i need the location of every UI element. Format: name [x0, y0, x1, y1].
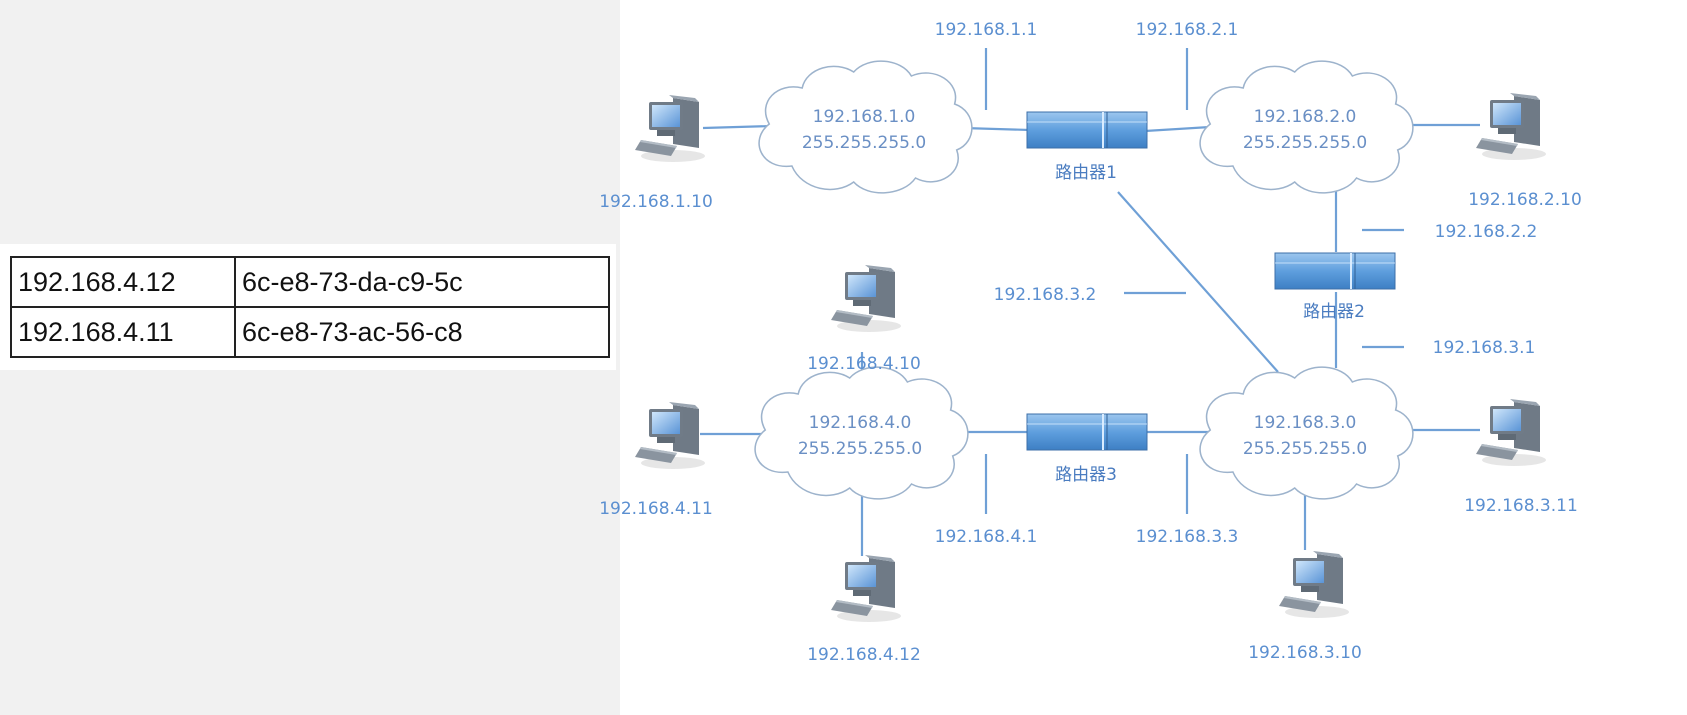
cloud-network-2	[1199, 60, 1414, 194]
ip-cell: 192.168.4.12	[10, 256, 236, 308]
host-label-4-12: 192.168.4.12	[807, 645, 921, 665]
network-diagram: 192.168.1.0 255.255.255.0 192.168.2.0 25…	[599, 20, 1582, 665]
cloud-network-3	[1199, 366, 1414, 500]
computer-icon	[831, 555, 901, 622]
computer-icon	[831, 265, 901, 332]
table-row: 192.168.4.11 6c-e8-73-ac-56-c8	[10, 306, 610, 358]
cloud-network-1	[758, 60, 973, 194]
host-label-2-10: 192.168.2.10	[1468, 190, 1582, 210]
cloud-network-4	[754, 366, 969, 500]
computer-icon	[635, 95, 705, 162]
interface-label-r1-net2: 192.168.2.1	[1136, 20, 1239, 40]
interface-label-r3-net3: 192.168.3.3	[1136, 527, 1239, 547]
cloud-1-net: 192.168.1.0	[813, 107, 916, 127]
interface-label-r2-net3: 192.168.3.1	[1433, 338, 1536, 358]
mac-cell: 6c-e8-73-ac-56-c8	[234, 306, 610, 358]
computer-icon	[1476, 93, 1546, 160]
computer-icon	[635, 402, 705, 469]
mac-cell: 6c-e8-73-da-c9-5c	[234, 256, 610, 308]
interface-ticks	[984, 48, 1404, 514]
network-links	[700, 123, 1480, 556]
router-2-icon	[1274, 252, 1396, 290]
cloud-1-mask: 255.255.255.0	[802, 133, 926, 153]
interface-label-r1-net1: 192.168.1.1	[935, 20, 1038, 40]
router-1-label: 路由器1	[1055, 163, 1117, 183]
interface-label-r2-net2: 192.168.2.2	[1435, 222, 1538, 242]
router-3-icon	[1026, 413, 1148, 451]
host-label-4-10: 192.168.4.10	[807, 354, 921, 374]
arp-table: 192.168.4.12 6c-e8-73-da-c9-5c 192.168.4…	[10, 256, 610, 358]
host-label-3-11: 192.168.3.11	[1464, 496, 1578, 516]
cloud-2-mask: 255.255.255.0	[1243, 133, 1367, 153]
host-label-1-10: 192.168.1.10	[599, 192, 713, 212]
host-label-4-11: 192.168.4.11	[599, 499, 713, 519]
table-row: 192.168.4.12 6c-e8-73-da-c9-5c	[10, 256, 610, 308]
ip-cell: 192.168.4.11	[10, 306, 236, 358]
router-1-icon	[1026, 111, 1148, 149]
cloud-3-mask: 255.255.255.0	[1243, 439, 1367, 459]
interface-label-r1-net3: 192.168.3.2	[994, 285, 1097, 305]
router-3-label: 路由器3	[1055, 465, 1117, 485]
computer-icon	[1279, 551, 1349, 618]
router-2-label: 路由器2	[1303, 302, 1365, 322]
cloud-3-net: 192.168.3.0	[1254, 413, 1357, 433]
cloud-4-mask: 255.255.255.0	[798, 439, 922, 459]
computer-icon	[1476, 399, 1546, 466]
cloud-4-net: 192.168.4.0	[809, 413, 912, 433]
interface-label-r3-net4: 192.168.4.1	[935, 527, 1038, 547]
cloud-2-net: 192.168.2.0	[1254, 107, 1357, 127]
host-label-3-10: 192.168.3.10	[1248, 643, 1362, 663]
